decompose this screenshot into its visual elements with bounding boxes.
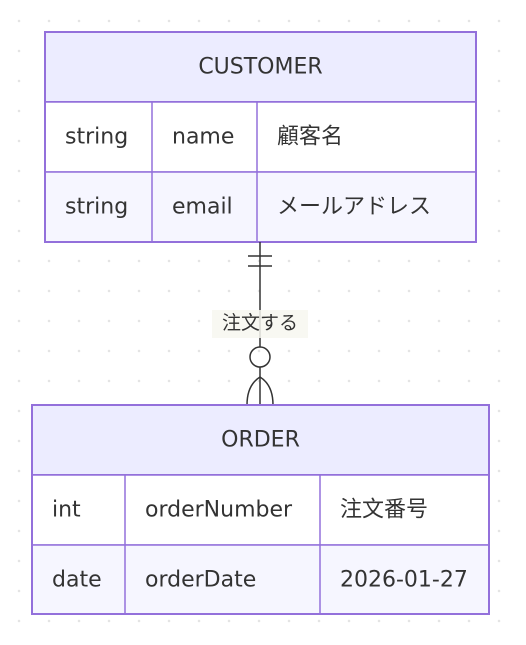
entity-header [31, 404, 490, 476]
cardinality-zero-circle [249, 346, 271, 368]
attribute-type: date [52, 568, 102, 593]
attribute-comment: 2026-01-27 [340, 568, 468, 593]
attribute-type: int [52, 498, 81, 523]
attribute-comment: 注文番号 [340, 498, 428, 523]
entity-customer[interactable]: CUSTOMER string name 顧客名 string email メー… [44, 31, 477, 243]
entity-header [44, 31, 477, 103]
relationship-label: 注文する [222, 312, 298, 334]
attribute-comment: メールアドレス [277, 195, 431, 220]
attribute-name: orderDate [145, 568, 256, 593]
attribute-name: email [172, 195, 233, 220]
relationship-customer-order[interactable]: 注文する [212, 242, 308, 406]
attribute-name: name [172, 125, 234, 150]
attribute-type: string [65, 195, 128, 220]
relationship-label-bg [212, 310, 308, 338]
attribute-name: orderNumber [145, 498, 293, 523]
attribute-type: string [65, 125, 128, 150]
entity-title: CUSTOMER [198, 55, 322, 80]
crows-foot-right [259, 376, 274, 406]
attribute-row [44, 171, 477, 243]
attribute-comment: 顧客名 [277, 125, 343, 150]
attribute-row [31, 544, 490, 615]
entity-title: ORDER [221, 428, 300, 453]
entity-order[interactable]: ORDER int orderNumber 注文番号 date orderDat… [31, 404, 490, 615]
attribute-row [44, 101, 477, 173]
attribute-row [31, 474, 490, 546]
entity-border [31, 404, 490, 615]
crows-foot-left [246, 376, 261, 406]
